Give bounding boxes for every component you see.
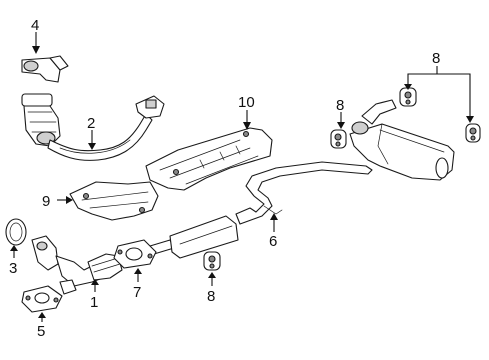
catalytic-converter-upper [21, 93, 165, 161]
catalytic-converter-lower [31, 235, 123, 295]
intermediate-pipe-resonator [149, 161, 373, 259]
rubber-hanger-b [399, 87, 417, 107]
callout-10: 10 [238, 94, 255, 111]
callout-8-upper-left: 8 [336, 97, 344, 114]
callout-7: 7 [133, 284, 141, 301]
callout-8-lower: 8 [207, 288, 215, 305]
rubber-hanger-d [203, 251, 221, 271]
rubber-hanger-c [465, 123, 481, 143]
heat-shield-upper [145, 127, 273, 191]
flange-gasket-middle [113, 239, 157, 269]
callout-labels: 4 2 10 8 8 9 6 3 1 5 7 8 [9, 17, 440, 340]
callout-3: 3 [9, 260, 17, 277]
callout-9: 9 [42, 193, 50, 210]
callout-6: 6 [269, 233, 277, 250]
callout-8-upper-right: 8 [432, 50, 440, 67]
rubber-hanger-a [330, 129, 347, 149]
callout-4: 4 [31, 17, 39, 34]
leader-lines [10, 32, 474, 322]
support-bracket [21, 55, 69, 83]
callout-5: 5 [37, 323, 45, 340]
callout-2: 2 [87, 115, 95, 132]
callout-1: 1 [90, 294, 98, 311]
flange-gasket-lower [21, 285, 63, 313]
muffler [349, 99, 455, 181]
gasket-oval [5, 218, 27, 246]
heat-shield-lower [69, 181, 159, 221]
